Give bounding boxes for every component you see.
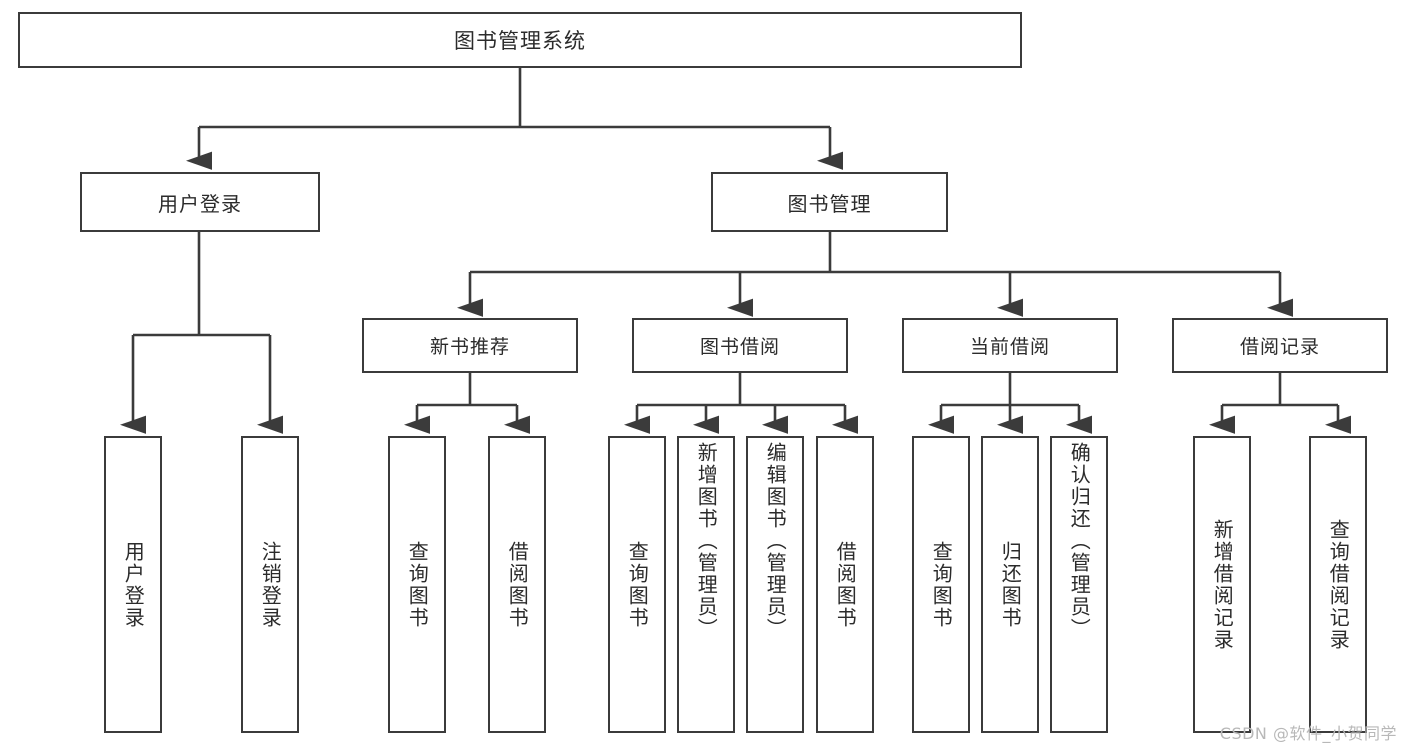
leaf-content: 借阅图书 xyxy=(818,438,872,731)
node-new-book-recommend[interactable]: 新书推荐 xyxy=(362,318,578,373)
leaf-content: 查询图书 xyxy=(390,438,444,731)
leaf-borrow-record-query[interactable]: 查询借阅记录 xyxy=(1309,436,1367,733)
leaf-current-borrow-return[interactable]: 归还图书 xyxy=(981,436,1039,733)
node-label: 图书管理系统 xyxy=(454,29,586,53)
node-book-borrow[interactable]: 图书借阅 xyxy=(632,318,848,373)
node-label: 归还图书 xyxy=(998,540,1023,629)
node-label: 新增借阅记录 xyxy=(1210,518,1235,651)
node-label: 查询图书 xyxy=(929,540,954,629)
node-label: 图书借阅 xyxy=(699,336,780,358)
node-label: 用户登录 xyxy=(158,191,242,216)
leaf-content: 确认归还（管理员） xyxy=(1052,438,1106,735)
leaf-content: 新增借阅记录 xyxy=(1195,438,1249,731)
leaf-content: 编辑图书（管理员） xyxy=(748,438,802,735)
node-label: 新增图书（管理员） xyxy=(694,442,719,640)
node-label: 图书管理 xyxy=(787,191,872,216)
leaf-user-login-signout[interactable]: 注销登录 xyxy=(241,436,299,733)
leaf-book-borrow-add[interactable]: 新增图书（管理员） xyxy=(677,436,735,733)
node-label: 注销登录 xyxy=(258,540,283,629)
node-label: 编辑图书（管理员） xyxy=(763,442,788,640)
node-label: 当前借阅 xyxy=(969,336,1050,358)
leaf-content: 查询图书 xyxy=(914,438,968,731)
leaf-content: 用户登录 xyxy=(106,438,160,731)
node-label: 查询借阅记录 xyxy=(1326,518,1351,651)
node-label: 新书推荐 xyxy=(429,336,510,358)
leaf-content: 归还图书 xyxy=(983,438,1037,731)
leaf-book-borrow-query[interactable]: 查询图书 xyxy=(608,436,666,733)
node-label: 查询图书 xyxy=(405,540,430,629)
leaf-book-borrow-edit[interactable]: 编辑图书（管理员） xyxy=(746,436,804,733)
node-label: 用户登录 xyxy=(121,540,146,629)
leaf-content: 借阅图书 xyxy=(490,438,544,731)
node-borrow-record[interactable]: 借阅记录 xyxy=(1172,318,1388,373)
node-book-management[interactable]: 图书管理 xyxy=(711,172,948,232)
leaf-content: 查询借阅记录 xyxy=(1311,438,1365,731)
leaf-current-borrow-query[interactable]: 查询图书 xyxy=(912,436,970,733)
node-label: 借阅记录 xyxy=(1239,336,1320,358)
leaf-borrow-record-add[interactable]: 新增借阅记录 xyxy=(1193,436,1251,733)
node-root-library-system[interactable]: 图书管理系统 xyxy=(18,12,1022,68)
node-label: 借阅图书 xyxy=(505,540,530,629)
node-label: 确认归还（管理员） xyxy=(1067,442,1092,640)
csdn-watermark: CSDN @软件_小贺同学 xyxy=(1219,724,1397,743)
leaf-content: 注销登录 xyxy=(243,438,297,731)
node-label: 查询图书 xyxy=(625,540,650,629)
node-current-borrow[interactable]: 当前借阅 xyxy=(902,318,1118,373)
leaf-current-borrow-confirm-return[interactable]: 确认归还（管理员） xyxy=(1050,436,1108,733)
leaf-new-book-query[interactable]: 查询图书 xyxy=(388,436,446,733)
node-label: 借阅图书 xyxy=(833,540,858,629)
leaf-user-login-signin[interactable]: 用户登录 xyxy=(104,436,162,733)
leaf-content: 新增图书（管理员） xyxy=(679,438,733,735)
node-user-login[interactable]: 用户登录 xyxy=(80,172,320,232)
leaf-book-borrow-borrow[interactable]: 借阅图书 xyxy=(816,436,874,733)
leaf-content: 查询图书 xyxy=(610,438,664,731)
leaf-new-book-borrow[interactable]: 借阅图书 xyxy=(488,436,546,733)
